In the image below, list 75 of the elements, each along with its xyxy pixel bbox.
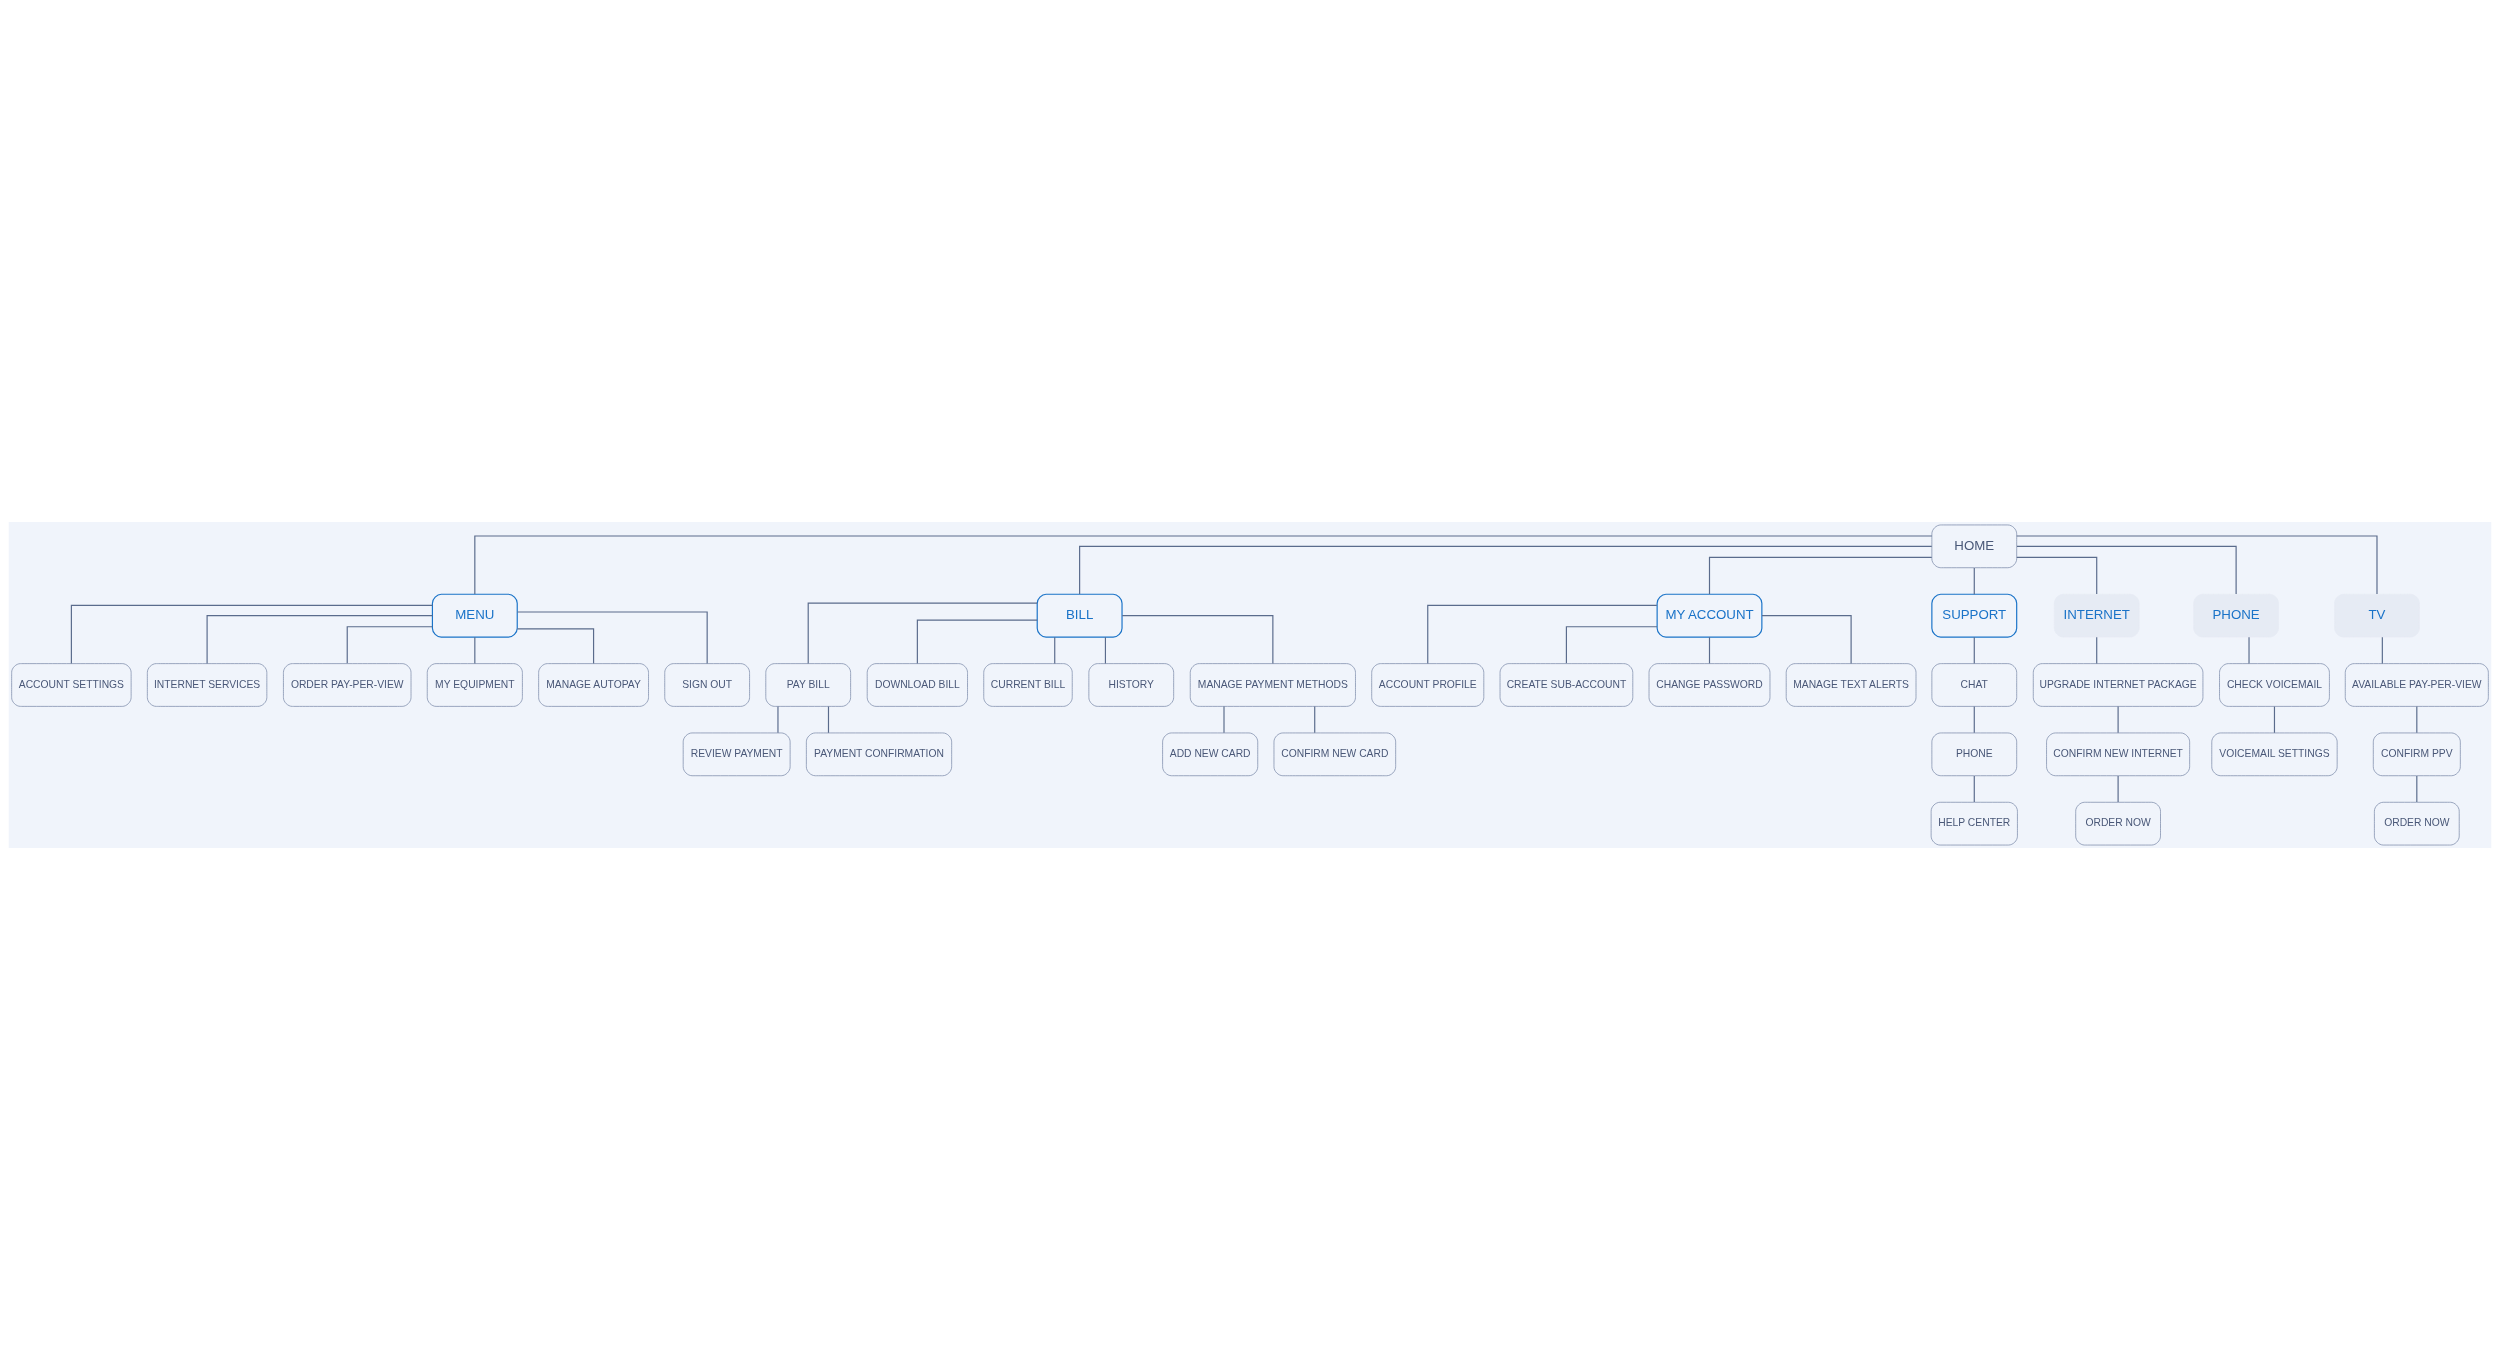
connector bbox=[474, 534, 1933, 595]
connector bbox=[1973, 566, 1975, 595]
node-box: ACCOUNT SETTINGS bbox=[11, 662, 132, 707]
connector bbox=[2248, 636, 2250, 664]
node-box: HOME bbox=[1931, 524, 2018, 568]
connector bbox=[2381, 636, 2383, 664]
connector bbox=[1314, 705, 1316, 733]
connector bbox=[916, 619, 1038, 664]
node-box: CONFIRM NEW INTERNET bbox=[2046, 732, 2190, 776]
connector bbox=[2096, 636, 2098, 664]
node-box: PHONE bbox=[2193, 593, 2279, 637]
node-box: CHAT bbox=[1931, 662, 2018, 707]
connector bbox=[2016, 556, 2098, 595]
connector bbox=[1708, 636, 1711, 664]
connector bbox=[827, 705, 830, 733]
connector bbox=[1973, 636, 1975, 664]
node-box: MENU bbox=[431, 593, 518, 638]
connector bbox=[1565, 625, 1658, 664]
node-box: REVIEW PAYMENT bbox=[682, 732, 791, 776]
connector bbox=[1121, 614, 1274, 664]
node-box: CURRENT BILL bbox=[983, 662, 1073, 707]
node-box: BILL bbox=[1036, 593, 1123, 638]
connector bbox=[1054, 636, 1056, 664]
node-box: UPGRADE INTERNET PACKAGE bbox=[2032, 662, 2204, 707]
connector bbox=[1973, 774, 1975, 803]
node-box: MY ACCOUNT bbox=[1656, 593, 1763, 638]
node-box: ORDER PAY-PER-VIEW bbox=[283, 662, 412, 707]
node-box: TV bbox=[2334, 593, 2420, 637]
node-box: CHECK VOICEMAIL bbox=[2219, 662, 2330, 707]
connector bbox=[1427, 604, 1658, 664]
node-box: MANAGE AUTOPAY bbox=[538, 662, 649, 707]
node-box: MY EQUIPMENT bbox=[426, 662, 523, 707]
connector bbox=[1761, 614, 1852, 664]
node-box: ADD NEW CARD bbox=[1162, 732, 1259, 776]
connector bbox=[807, 602, 1038, 664]
connector bbox=[777, 705, 779, 733]
node-box: INTERNET SERVICES bbox=[147, 662, 268, 707]
connector bbox=[2117, 705, 2119, 733]
connector bbox=[70, 604, 433, 664]
node-box: HELP CENTER bbox=[1930, 801, 2018, 845]
node-box: CONFIRM NEW CARD bbox=[1273, 732, 1397, 776]
connector bbox=[346, 625, 433, 664]
connector bbox=[474, 636, 476, 664]
node-box: PHONE bbox=[1931, 732, 2018, 776]
connector bbox=[1708, 556, 1933, 595]
connector bbox=[2016, 534, 2378, 595]
node-box: HISTORY bbox=[1088, 662, 1175, 707]
node-box: DOWNLOAD BILL bbox=[866, 662, 968, 707]
connector bbox=[2416, 774, 2418, 803]
node-box: ORDER NOW bbox=[2075, 801, 2161, 845]
node-box: PAY BILL bbox=[765, 662, 851, 707]
node-box: SIGN OUT bbox=[664, 662, 750, 707]
connector bbox=[2273, 705, 2276, 733]
connector bbox=[516, 610, 708, 664]
connector bbox=[2416, 705, 2418, 733]
node-box: PAYMENT CONFIRMATION bbox=[806, 732, 953, 776]
node-box: CONFIRM PPV bbox=[2372, 732, 2461, 776]
connector bbox=[206, 614, 433, 664]
connector bbox=[2016, 545, 2237, 595]
node-box: ACCOUNT PROFILE bbox=[1371, 662, 1485, 707]
connector bbox=[2117, 774, 2119, 803]
node-box: AVAILABLE PAY-PER-VIEW bbox=[2344, 662, 2489, 707]
node-box: MANAGE PAYMENT METHODS bbox=[1189, 662, 1356, 707]
node-box: MANAGE TEXT ALERTS bbox=[1785, 662, 1917, 707]
node-box: ORDER NOW bbox=[2374, 801, 2460, 845]
connector bbox=[1079, 545, 1933, 595]
connector bbox=[516, 627, 595, 664]
connector bbox=[1223, 705, 1225, 733]
connector bbox=[1973, 705, 1975, 733]
node-box: CREATE SUB-ACCOUNT bbox=[1499, 662, 1634, 707]
node-box: INTERNET bbox=[2053, 593, 2140, 637]
connector bbox=[1104, 636, 1107, 664]
node-box: CHANGE PASSWORD bbox=[1648, 662, 1771, 707]
node-box: VOICEMAIL SETTINGS bbox=[2211, 732, 2338, 776]
node-box: SUPPORT bbox=[1931, 593, 2018, 638]
